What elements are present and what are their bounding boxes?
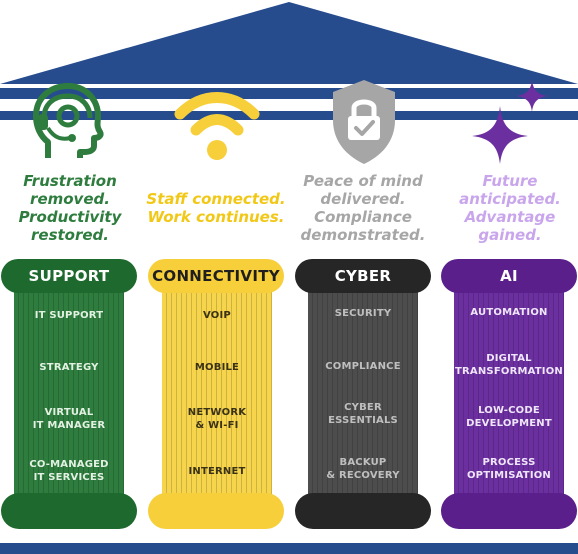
pillar-base-ai	[441, 493, 577, 529]
item-line: NETWORK	[187, 407, 247, 418]
pillar-base-connectivity	[148, 493, 284, 529]
item-line: & WI-FI	[195, 419, 239, 431]
pillar-cap-ai: AI	[441, 259, 577, 293]
item-line: STRATEGY	[39, 362, 99, 373]
item-line: AUTOMATION	[470, 307, 548, 318]
pillar-item: MOBILE	[157, 362, 277, 375]
wifi-icon	[174, 92, 260, 160]
tagline-line: Productivity	[18, 208, 122, 226]
floor-line	[0, 543, 578, 554]
item-line: OPTIMISATION	[466, 469, 552, 481]
pillar-item: BACKUP& RECOVERY	[303, 457, 423, 482]
item-line: DIGITAL	[486, 353, 532, 364]
item-line: COMPLIANCE	[325, 361, 401, 372]
item-line: IT SERVICES	[33, 471, 105, 483]
item-line: LOW-CODE	[478, 405, 540, 416]
tagline-connectivity: Staff connected. Work continues.	[146, 190, 286, 226]
item-line: CYBER	[344, 402, 382, 413]
pillar-item: IT SUPPORT	[9, 310, 129, 323]
tagline-line: Future	[482, 172, 538, 190]
shield-lock-icon	[333, 80, 395, 164]
item-line: INTERNET	[188, 466, 246, 477]
pillar-item: VOIP	[157, 310, 277, 323]
pillar-item: SECURITY	[303, 308, 423, 321]
pillar-base-support	[1, 493, 137, 529]
pillar-shaft-cyber	[308, 291, 418, 495]
tagline-line: demonstrated.	[300, 226, 426, 244]
item-line: TRANSFORMATION	[455, 365, 563, 377]
roof-triangle	[0, 2, 578, 84]
pillar-item: AUTOMATION	[449, 307, 569, 320]
tagline-line: Peace of mind	[303, 172, 423, 190]
pillar-item: COMPLIANCE	[303, 361, 423, 374]
tagline-line: restored.	[31, 226, 109, 244]
item-line: & RECOVERY	[326, 469, 400, 481]
tagline-line: Work continues.	[147, 208, 285, 226]
pillar-shaft-connectivity	[162, 291, 272, 495]
pillar-shaft-support	[14, 291, 124, 495]
pillar-cap-cyber: CYBER	[295, 259, 431, 293]
tagline-line: Staff connected.	[146, 190, 286, 208]
item-line: ESSENTIALS	[328, 414, 398, 426]
item-line: VIRTUAL	[44, 407, 94, 418]
item-line: IT MANAGER	[32, 419, 106, 431]
sparkle-icon	[472, 80, 548, 164]
pillar-item: STRATEGY	[9, 362, 129, 375]
tagline-line: Compliance	[314, 208, 412, 226]
item-line: PROCESS	[482, 457, 536, 468]
tagline-line: gained.	[478, 226, 542, 244]
tagline-cyber: Peace of mind delivered. Compliance demo…	[293, 172, 433, 244]
tagline-ai: Future anticipated. Advantage gained.	[440, 172, 578, 244]
tagline-line: delivered.	[320, 190, 406, 208]
item-line: VOIP	[203, 310, 231, 321]
pillar-cap-connectivity: CONNECTIVITY	[148, 259, 284, 293]
item-line: BACKUP	[339, 457, 387, 468]
headset-person-icon	[33, 83, 104, 158]
item-line: CO-MANAGED	[29, 459, 109, 470]
tagline-line: anticipated.	[459, 190, 561, 208]
roof-beam-bottom	[0, 111, 578, 120]
pillar-shaft-ai	[454, 291, 564, 495]
pillar-item: NETWORK& WI-FI	[157, 407, 277, 432]
roof-beam-top	[0, 88, 578, 99]
item-line: DEVELOPMENT	[466, 417, 552, 429]
tagline-line: removed.	[30, 190, 110, 208]
item-line: SECURITY	[334, 308, 392, 319]
tagline-line: Frustration	[23, 172, 117, 190]
tagline-line: Advantage	[464, 208, 556, 226]
pillar-base-cyber	[295, 493, 431, 529]
item-line: MOBILE	[194, 362, 240, 373]
item-line: IT SUPPORT	[34, 310, 104, 321]
tagline-support: Frustration removed. Productivity restor…	[0, 172, 140, 244]
pillar-item: INTERNET	[157, 466, 277, 479]
pillar-cap-support: SUPPORT	[1, 259, 137, 293]
